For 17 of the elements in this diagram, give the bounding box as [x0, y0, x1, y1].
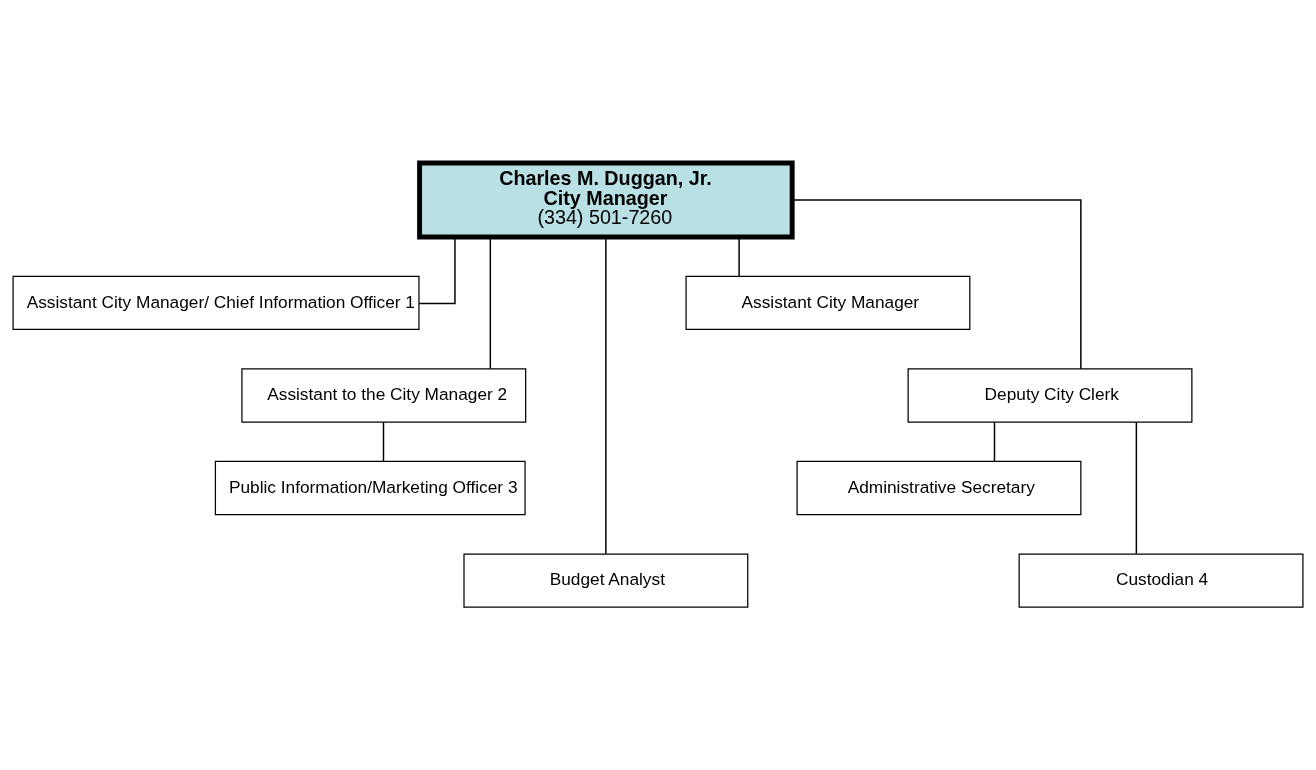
node-box: Assistant to the City Manager 2 [241, 368, 527, 423]
node-box: Public Information/Marketing Officer 3 [214, 460, 526, 516]
connector [1135, 421, 1138, 555]
connector [791, 199, 1082, 370]
node-box: Custodian 4 [1018, 553, 1304, 608]
node-box: Budget Analyst [463, 553, 749, 608]
connector [418, 236, 456, 305]
connector [738, 236, 740, 277]
connector [382, 421, 385, 463]
node-box: Assistant City Manager [685, 275, 971, 331]
node-box: Deputy City Clerk [907, 368, 1193, 423]
connector [993, 421, 996, 463]
node-box: Charles M. Duggan, Jr. City Manager (334) 501-7260 [417, 160, 795, 240]
node-box: Assistant City Manager/ Chief Information Officer 1 [12, 275, 420, 331]
connector [605, 236, 607, 555]
node-box: Administrative Secretary [796, 460, 1082, 516]
connector [489, 236, 492, 370]
